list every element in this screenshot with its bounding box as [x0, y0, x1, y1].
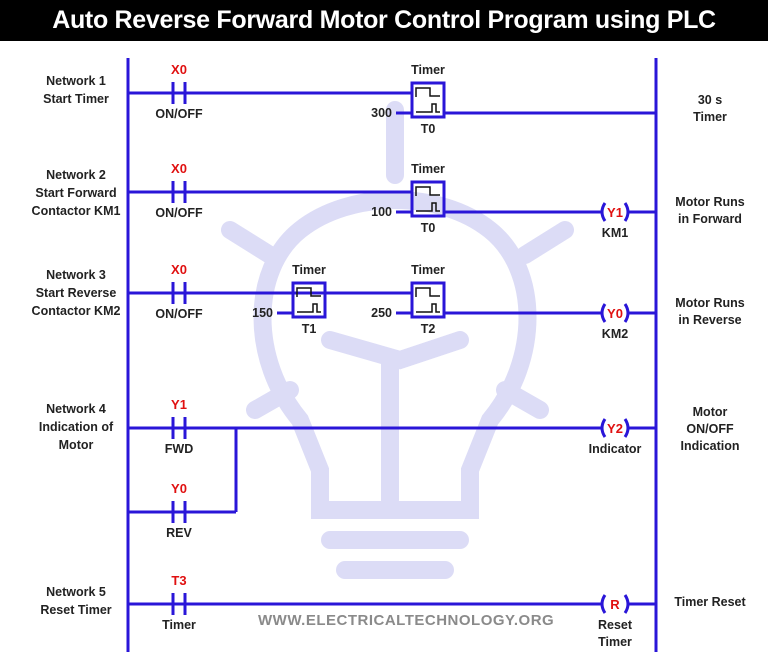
watermark-text: WWW.ELECTRICALTECHNOLOGY.ORG — [258, 612, 554, 629]
contact-t3-label: Timer — [162, 618, 196, 632]
coil-y0-label: KM2 — [602, 327, 628, 341]
timer-t0-title: Timer — [411, 162, 445, 176]
coil-y1-address: Y1 — [607, 205, 623, 220]
delay-pulse-icon — [297, 303, 321, 313]
contact-x0-label: ON/OFF — [155, 206, 203, 220]
coil-reset-address: R — [610, 597, 620, 612]
network-2-description: Contactor KM1 — [32, 204, 121, 218]
pulse-icon — [296, 287, 321, 297]
network-5-description: Reset Timer — [40, 603, 111, 617]
coil-reset-label2: Timer — [598, 635, 632, 649]
network-4-result: Indication — [680, 439, 739, 453]
timer-t0 — [410, 81, 446, 119]
coil-y0-address: Y0 — [607, 306, 623, 321]
network-1-result: 30 s — [698, 93, 722, 107]
contact-y1-label: FWD — [165, 442, 193, 456]
contact-t3 — [171, 593, 187, 615]
timer-t1 — [291, 281, 327, 319]
network-1-result: Timer — [693, 110, 727, 124]
contact-y1 — [171, 417, 187, 439]
pulse-icon — [415, 87, 440, 97]
timer-t0-id: T0 — [421, 122, 436, 136]
contact-x0-address: X0 — [171, 262, 187, 277]
network-1-name: Network 1 — [46, 74, 106, 88]
network-3-description: Contactor KM2 — [32, 304, 121, 318]
timer-t2-id: T2 — [421, 322, 436, 336]
contact-x0-label: ON/OFF — [155, 107, 203, 121]
network-2-result: in Forward — [678, 212, 742, 226]
network-3-description: Start Reverse — [36, 286, 117, 300]
contact-x0-address: X0 — [171, 62, 187, 77]
network-2-name: Network 2 — [46, 168, 106, 182]
contact-y0-label: REV — [166, 526, 192, 540]
contact-x0 — [171, 82, 187, 104]
coil-y1-label: KM1 — [602, 226, 628, 240]
timer-t2-title: Timer — [411, 263, 445, 277]
contact-t3-address: T3 — [171, 573, 186, 588]
timer-t0-preset: 100 — [371, 205, 392, 219]
network-5-result: Timer Reset — [674, 595, 746, 609]
timer-t1-title: Timer — [292, 263, 326, 277]
contact-y1-address: Y1 — [171, 397, 187, 412]
network-3-result: Motor Runs — [675, 296, 744, 310]
network-3-result: in Reverse — [678, 313, 741, 327]
contact-x0-address: X0 — [171, 161, 187, 176]
timer-t0-title: Timer — [411, 63, 445, 77]
coil-y2-address: Y2 — [607, 421, 623, 436]
delay-pulse-icon — [416, 202, 440, 212]
pulse-icon — [415, 287, 440, 297]
pulse-icon — [415, 186, 440, 196]
timer-t0 — [410, 180, 446, 218]
network-4-result: ON/OFF — [686, 422, 734, 436]
contact-y0-address: Y0 — [171, 481, 187, 496]
coil-y1 — [600, 202, 630, 222]
timer-t1-preset: 150 — [252, 306, 273, 320]
coil-y2-label: Indicator — [589, 442, 642, 456]
network-4-name: Network 4 — [46, 402, 106, 416]
network-4-description: Motor — [59, 438, 94, 452]
lightbulb-watermark-icon — [221, 101, 574, 579]
timer-t2-preset: 250 — [371, 306, 392, 320]
timer-t0-id: T0 — [421, 221, 436, 235]
network-5-name: Network 5 — [46, 585, 106, 599]
network-4-result: Motor — [693, 405, 728, 419]
diagram-title: Auto Reverse Forward Motor Control Progr… — [0, 0, 768, 41]
contact-x0 — [171, 181, 187, 203]
timer-t1-id: T1 — [302, 322, 317, 336]
coil-reset-label: Reset — [598, 618, 633, 632]
contact-x0 — [171, 282, 187, 304]
coil-y2 — [600, 418, 630, 438]
delay-pulse-icon — [416, 303, 440, 313]
contact-y0 — [171, 501, 187, 523]
network-3-name: Network 3 — [46, 268, 106, 282]
timer-t2 — [410, 281, 446, 319]
contact-x0-label: ON/OFF — [155, 307, 203, 321]
network-1-description: Start Timer — [43, 92, 109, 106]
network-2-result: Motor Runs — [675, 195, 744, 209]
network-2-description: Start Forward — [35, 186, 116, 200]
delay-pulse-icon — [416, 103, 440, 113]
coil-y0 — [600, 303, 630, 323]
coil-reset — [600, 594, 630, 614]
network-4-description: Indication of — [39, 420, 114, 434]
timer-t0-preset: 300 — [371, 106, 392, 120]
